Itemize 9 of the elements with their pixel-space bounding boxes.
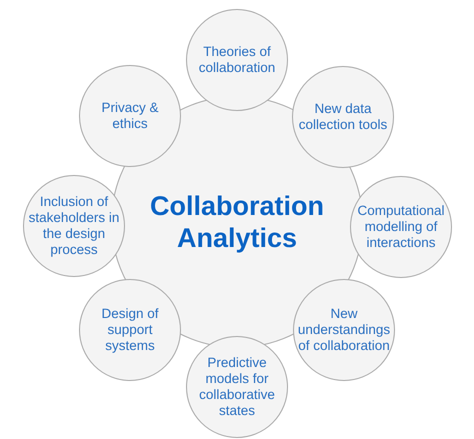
hub-title: Collaboration Analytics (149, 190, 325, 254)
topic-label: Computational modelling of interactions (356, 202, 446, 252)
topic-label: Theories of collaboration (198, 44, 276, 76)
topic-label: New data collection tools (298, 100, 388, 134)
topic-label: Privacy & ethics (100, 100, 160, 132)
topic-label: Design of support systems (100, 306, 160, 354)
topic-label: Predictive models for collaborative states (198, 354, 276, 420)
topic-label: New understandings of collaboration (296, 306, 392, 354)
topic-label: Inclusion of stakeholders in the design process (28, 194, 120, 258)
